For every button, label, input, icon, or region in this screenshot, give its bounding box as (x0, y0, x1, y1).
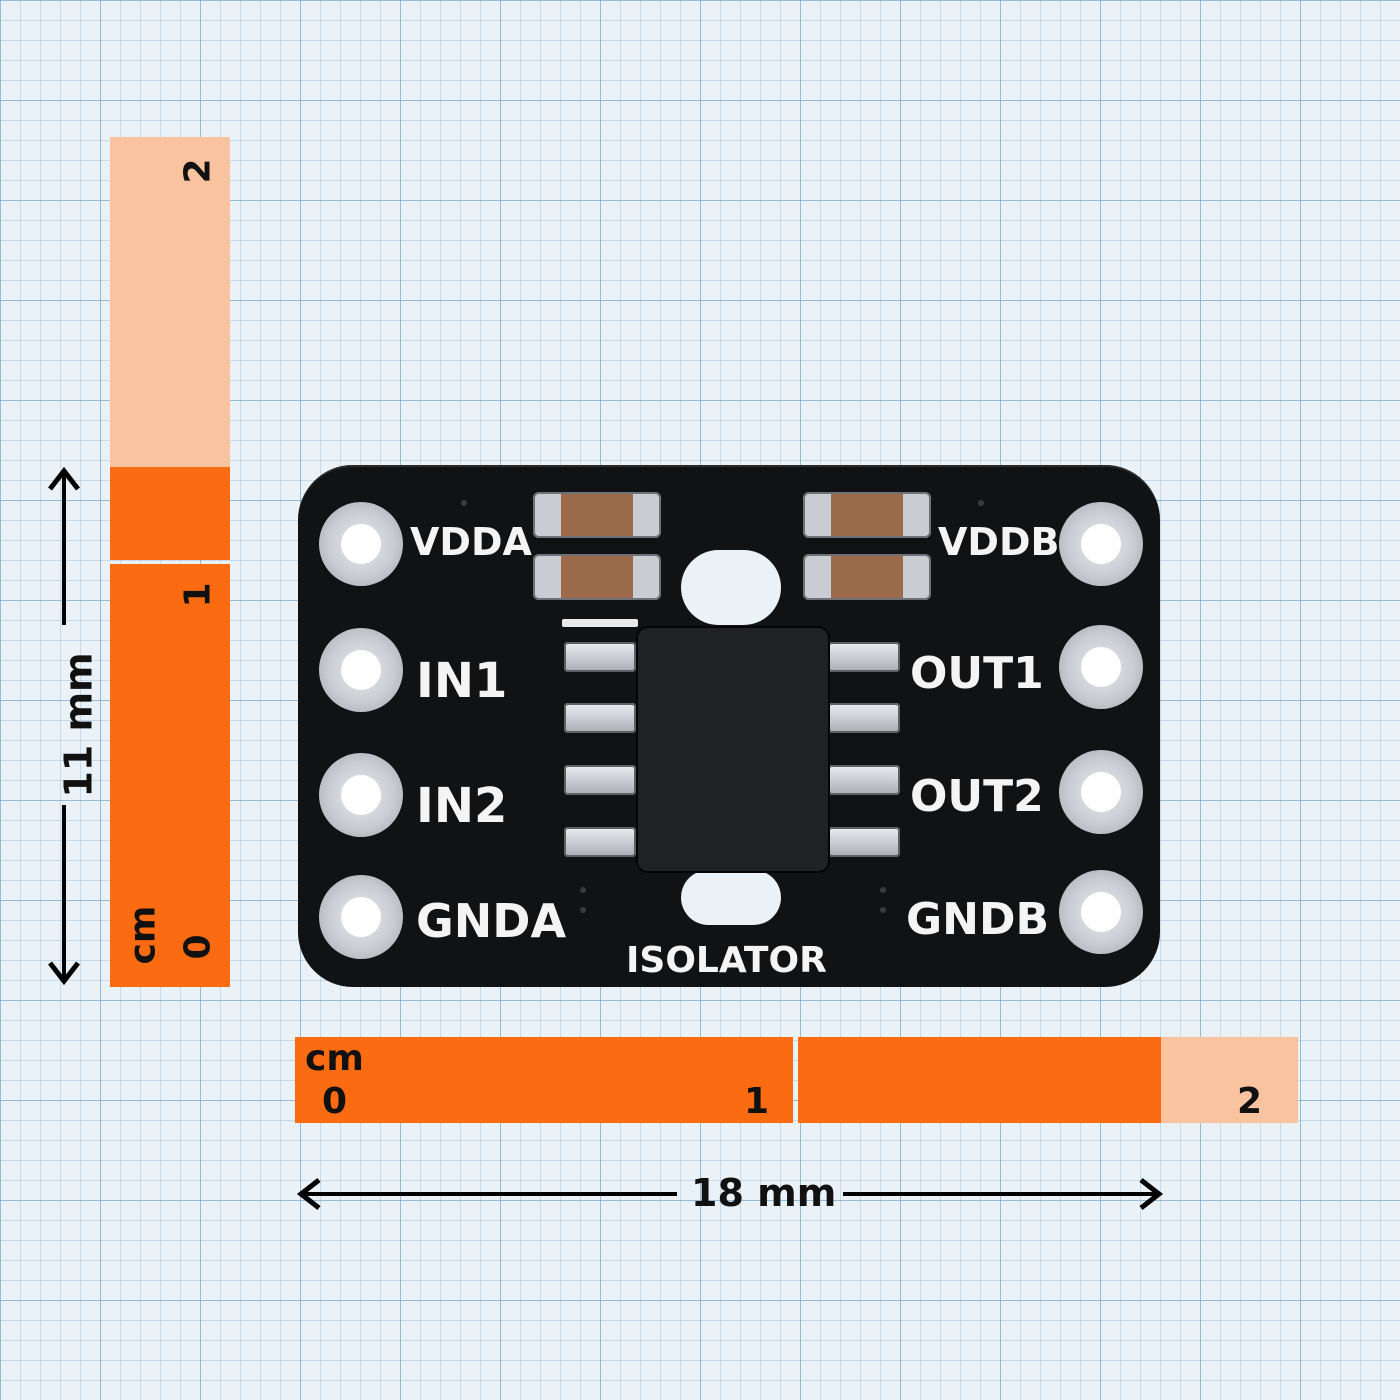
ruler-unit-label: cm (122, 905, 164, 965)
via (880, 907, 886, 913)
width-label: 18 mm (691, 1171, 837, 1215)
pad-out2 (1059, 750, 1143, 834)
capacitor (803, 554, 931, 600)
via (461, 500, 467, 506)
ruler-unit-label: cm (305, 1038, 364, 1079)
capacitor (803, 492, 931, 538)
ruler-label-2: 2 (1237, 1081, 1263, 1122)
label-vdda: VDDA (410, 520, 532, 564)
ruler-label-0: 0 (177, 934, 219, 960)
ruler-light-segment (1161, 1037, 1298, 1123)
via (580, 907, 586, 913)
via (580, 887, 586, 893)
pad-vdda (319, 502, 403, 586)
ruler-dark-segment (798, 1037, 1161, 1123)
chip-pin (828, 765, 900, 795)
chip-pin (564, 765, 636, 795)
ruler-label-2: 2 (177, 158, 219, 184)
chip-pin (564, 703, 636, 733)
via (880, 887, 886, 893)
chip-pin (564, 642, 636, 672)
pad-gnda (319, 875, 403, 959)
isolator-chip (638, 628, 828, 871)
width-arrow (296, 1178, 1164, 1210)
pad-vddb (1059, 502, 1143, 586)
label-in1: IN1 (416, 653, 508, 709)
pad-in1 (319, 628, 403, 712)
label-in2: IN2 (416, 778, 508, 834)
chip-pin (828, 827, 900, 857)
ruler-dark-segment (295, 1037, 793, 1123)
horizontal-ruler: cm 0 1 2 (295, 1037, 1298, 1123)
chip-pin (564, 827, 636, 857)
ruler-label-1: 1 (744, 1081, 770, 1122)
capacitor (533, 554, 661, 600)
capacitor (533, 492, 661, 538)
pad-out1 (1059, 625, 1143, 709)
vertical-ruler: 2 1 0 cm (110, 137, 230, 987)
chip-pin (828, 703, 900, 733)
label-out1: OUT1 (910, 648, 1044, 699)
label-out2: OUT2 (910, 771, 1044, 822)
mounting-slot-top (681, 550, 781, 625)
height-arrow (48, 466, 80, 986)
ruler-label-1: 1 (177, 582, 219, 608)
ruler-light-segment (110, 137, 230, 467)
via (978, 500, 984, 506)
board-title: ISOLATOR (626, 940, 827, 981)
pin1-marker (562, 619, 638, 627)
label-gnda: GNDA (416, 894, 567, 948)
ruler-label-0: 0 (322, 1081, 348, 1122)
chip-pin (828, 642, 900, 672)
label-gndb: GNDB (906, 894, 1049, 945)
height-label: 11 mm (56, 652, 101, 798)
ruler-dark-segment (110, 467, 230, 560)
mounting-slot-bottom (681, 870, 781, 925)
width-dimension: 18 mm (295, 1165, 1165, 1225)
isolator-board: VDDA IN1 IN2 GNDA VDDB OUT1 OUT2 GNDB IS… (298, 465, 1160, 987)
pad-in2 (319, 753, 403, 837)
label-vddb: VDDB (938, 520, 1060, 564)
pad-gndb (1059, 870, 1143, 954)
height-dimension: 11 mm (40, 465, 101, 987)
ruler-dark-segment (110, 564, 230, 987)
